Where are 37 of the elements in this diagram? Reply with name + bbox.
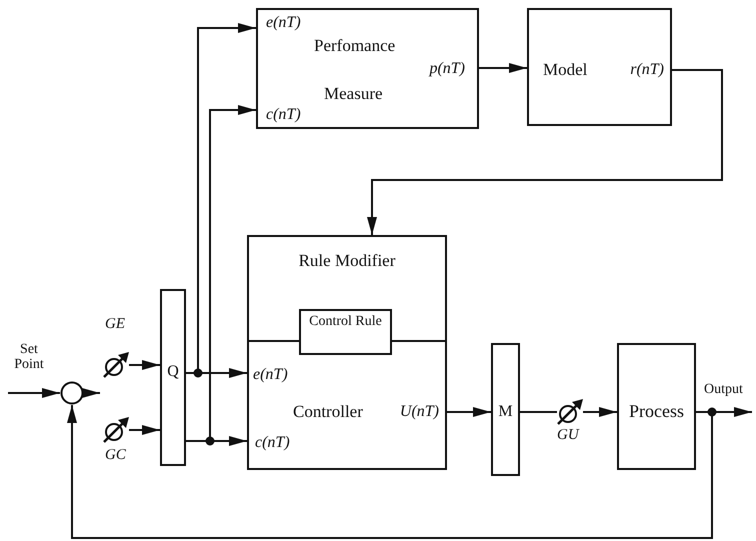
signal-label: e(nT)	[266, 14, 301, 32]
signal-label: p(nT)	[429, 60, 465, 78]
signal-label: c(nT)	[255, 434, 290, 452]
signal-label: U(nT)	[400, 403, 439, 422]
block-bar	[160, 289, 186, 466]
arrow	[447, 407, 491, 417]
signal-label: c(nT)	[266, 106, 301, 124]
block-label: Measure	[324, 84, 383, 104]
block-label: Rule Modifier	[298, 251, 396, 271]
block-box	[617, 343, 696, 470]
block-label: Process	[628, 401, 685, 422]
block-label: Controller	[293, 402, 363, 422]
block-bar	[491, 343, 520, 476]
signal-label: e(nT)	[253, 366, 288, 384]
signal-label: r(nT)	[630, 61, 664, 80]
block-label: Perfomance	[314, 36, 396, 56]
block-box	[527, 8, 672, 126]
block-box	[256, 8, 479, 129]
block-box	[299, 309, 392, 355]
block-box	[247, 340, 447, 470]
gain-label: GE	[105, 316, 125, 333]
block-label: Model	[543, 60, 588, 80]
arrow	[129, 360, 160, 370]
gain-label: GC	[105, 447, 126, 464]
block-label: Control Rule	[308, 314, 383, 330]
signal-label: Set Point	[13, 342, 45, 373]
block-label: Q	[166, 363, 180, 382]
arrow	[129, 425, 160, 435]
gain-label: GU	[557, 427, 579, 444]
arrow	[67, 405, 713, 539]
arrow	[82, 388, 100, 398]
arrow	[8, 388, 60, 398]
arrow	[479, 63, 527, 73]
arrow	[367, 69, 723, 235]
block-label: M	[497, 403, 514, 422]
arrow	[583, 407, 617, 417]
block-label: Output	[704, 382, 743, 398]
